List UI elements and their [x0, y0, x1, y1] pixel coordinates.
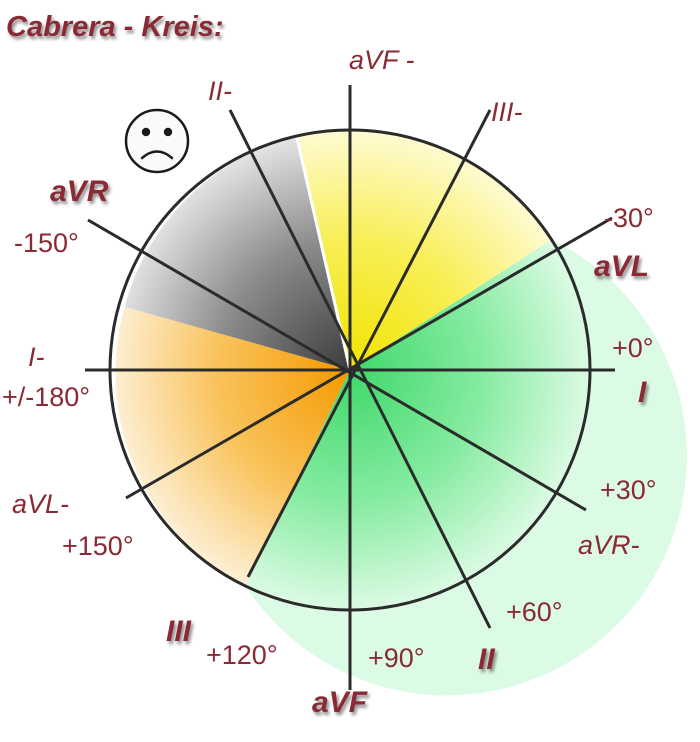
- label-plus-90: +90°: [368, 643, 425, 673]
- label-iii: III: [166, 615, 192, 648]
- label-avr-minus: aVR-: [578, 530, 640, 560]
- title: Cabrera - Kreis:: [6, 11, 224, 43]
- label-ii: II: [478, 643, 495, 676]
- label-iii-minus: III-: [491, 97, 523, 127]
- label-minus-150: -150°: [14, 228, 79, 258]
- sector-green: [245, 239, 687, 696]
- label-avf-minus: aVF -: [349, 45, 415, 75]
- sector-yellow: [296, 129, 552, 370]
- label-plus-minus-180: +/-180°: [2, 382, 90, 412]
- label-ii-minus: II-: [208, 76, 232, 106]
- label-plus-60: +60°: [506, 597, 563, 627]
- label-avl-minus: aVL-: [12, 489, 69, 519]
- label-avf: aVF: [312, 686, 368, 719]
- sad-face-icon: [124, 108, 190, 174]
- label-avr: aVR: [50, 175, 109, 208]
- sector-gray: [124, 136, 350, 370]
- label-plus-0: +0°: [612, 333, 654, 363]
- label-i: I: [638, 376, 647, 409]
- label-plus-150: +150°: [62, 531, 134, 561]
- label-plus-30: +30°: [600, 475, 657, 505]
- axis-line-III: [246, 109, 492, 578]
- label-plus-120: +120°: [206, 640, 278, 670]
- sector-orange: [115, 306, 351, 587]
- label-minus-30: -30°: [604, 203, 654, 233]
- label-i-minus: I-: [28, 342, 45, 372]
- axis-line-II: [228, 109, 492, 629]
- axis-line-aVL: [125, 216, 613, 500]
- axis-line-aVR: [87, 218, 587, 512]
- label-avl: aVL: [594, 250, 649, 283]
